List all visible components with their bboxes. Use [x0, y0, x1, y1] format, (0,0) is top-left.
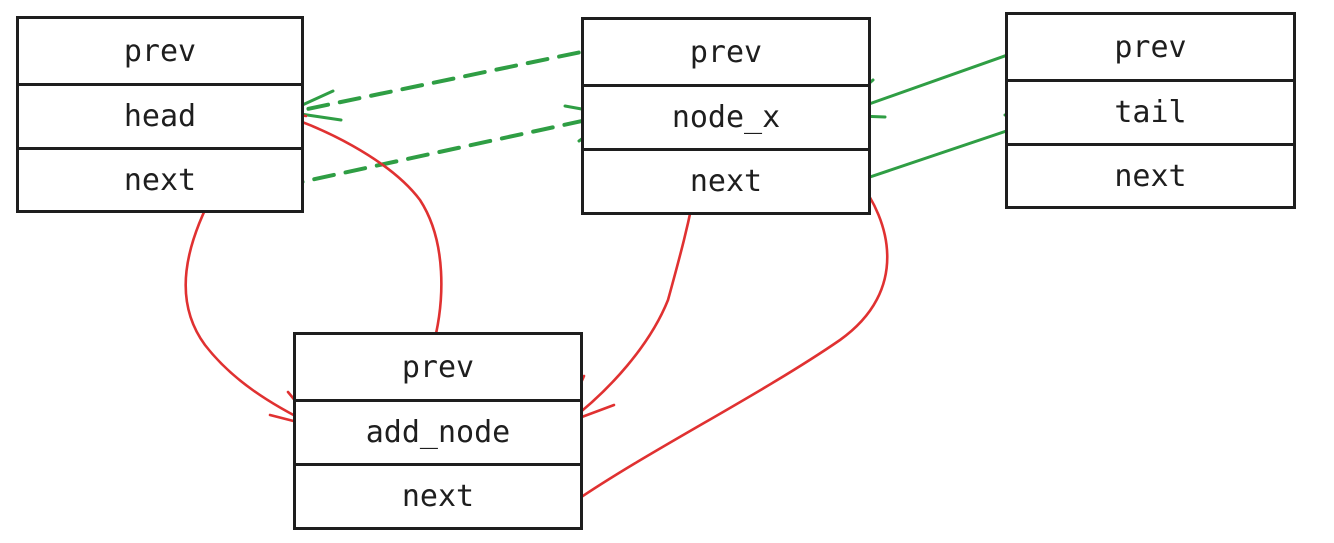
add-node: prev add_node next	[293, 332, 583, 530]
tail-node-label: tail	[1008, 79, 1293, 143]
head-node-prev: prev	[123, 33, 197, 69]
node-x: prev node_x next	[581, 17, 871, 215]
arrow-nodex-prev-to-head	[291, 44, 612, 114]
arrow-head-next-to-nodex	[281, 114, 607, 188]
add-node-label: add_node	[296, 399, 580, 463]
add-node-prev: prev	[401, 349, 475, 385]
node-x-next: next	[584, 148, 868, 211]
tail-node: prev tail next	[1005, 12, 1296, 209]
head-node: prev head next	[16, 16, 304, 213]
add-node-next: next	[296, 463, 580, 526]
head-node-next: next	[19, 147, 301, 210]
head-node-label: head	[19, 83, 301, 147]
node-x-label: node_x	[584, 84, 868, 148]
tail-node-next: next	[1008, 143, 1293, 206]
tail-node-prev: prev	[1114, 29, 1187, 65]
node-x-prev: prev	[689, 34, 763, 70]
